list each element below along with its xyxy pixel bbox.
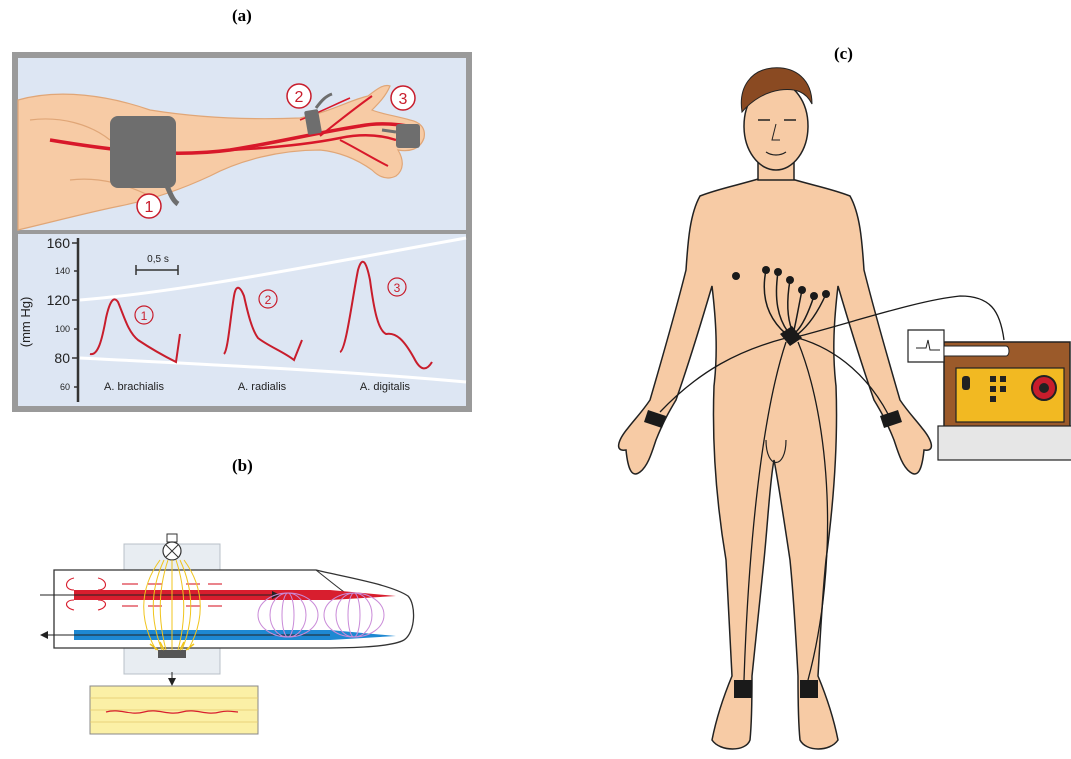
ecg-device [908,330,1071,460]
svg-text:3: 3 [394,281,401,295]
pressure-cuff [110,116,176,188]
svg-text:2: 2 [295,89,304,106]
marker-1: 1 [137,194,161,218]
panel-b [40,534,414,734]
svg-text:3: 3 [399,91,408,108]
panel-c [619,68,1071,749]
y-tick-160: 160 [47,235,71,251]
y-axis-label: (mm Hg) [18,297,33,348]
trace-label-radialis: A. radialis [238,381,287,393]
svg-text:1: 1 [145,199,154,216]
marker-2: 2 [287,84,311,108]
marker-3: 3 [391,86,415,110]
svg-text:1: 1 [141,309,148,323]
y-tick-60: 60 [60,382,70,392]
y-tick-80: 80 [54,350,70,366]
y-tick-140: 140 [55,266,70,276]
svg-text:2: 2 [265,293,272,307]
left-ankle-electrode [800,680,818,698]
photodetector [158,650,186,658]
y-tick-120: 120 [47,292,71,308]
right-ankle-electrode [734,680,752,698]
finger-sensor [396,124,420,148]
svg-text:0,5 s: 0,5 s [147,254,169,265]
y-tick-100: 100 [55,324,70,334]
panel-a: 1 2 3 160 140 1 [12,52,472,412]
trace-label-brachialis: A. brachialis [104,381,164,393]
trace-label-digitalis: A. digitalis [360,381,411,393]
lamp-icon [163,534,181,560]
